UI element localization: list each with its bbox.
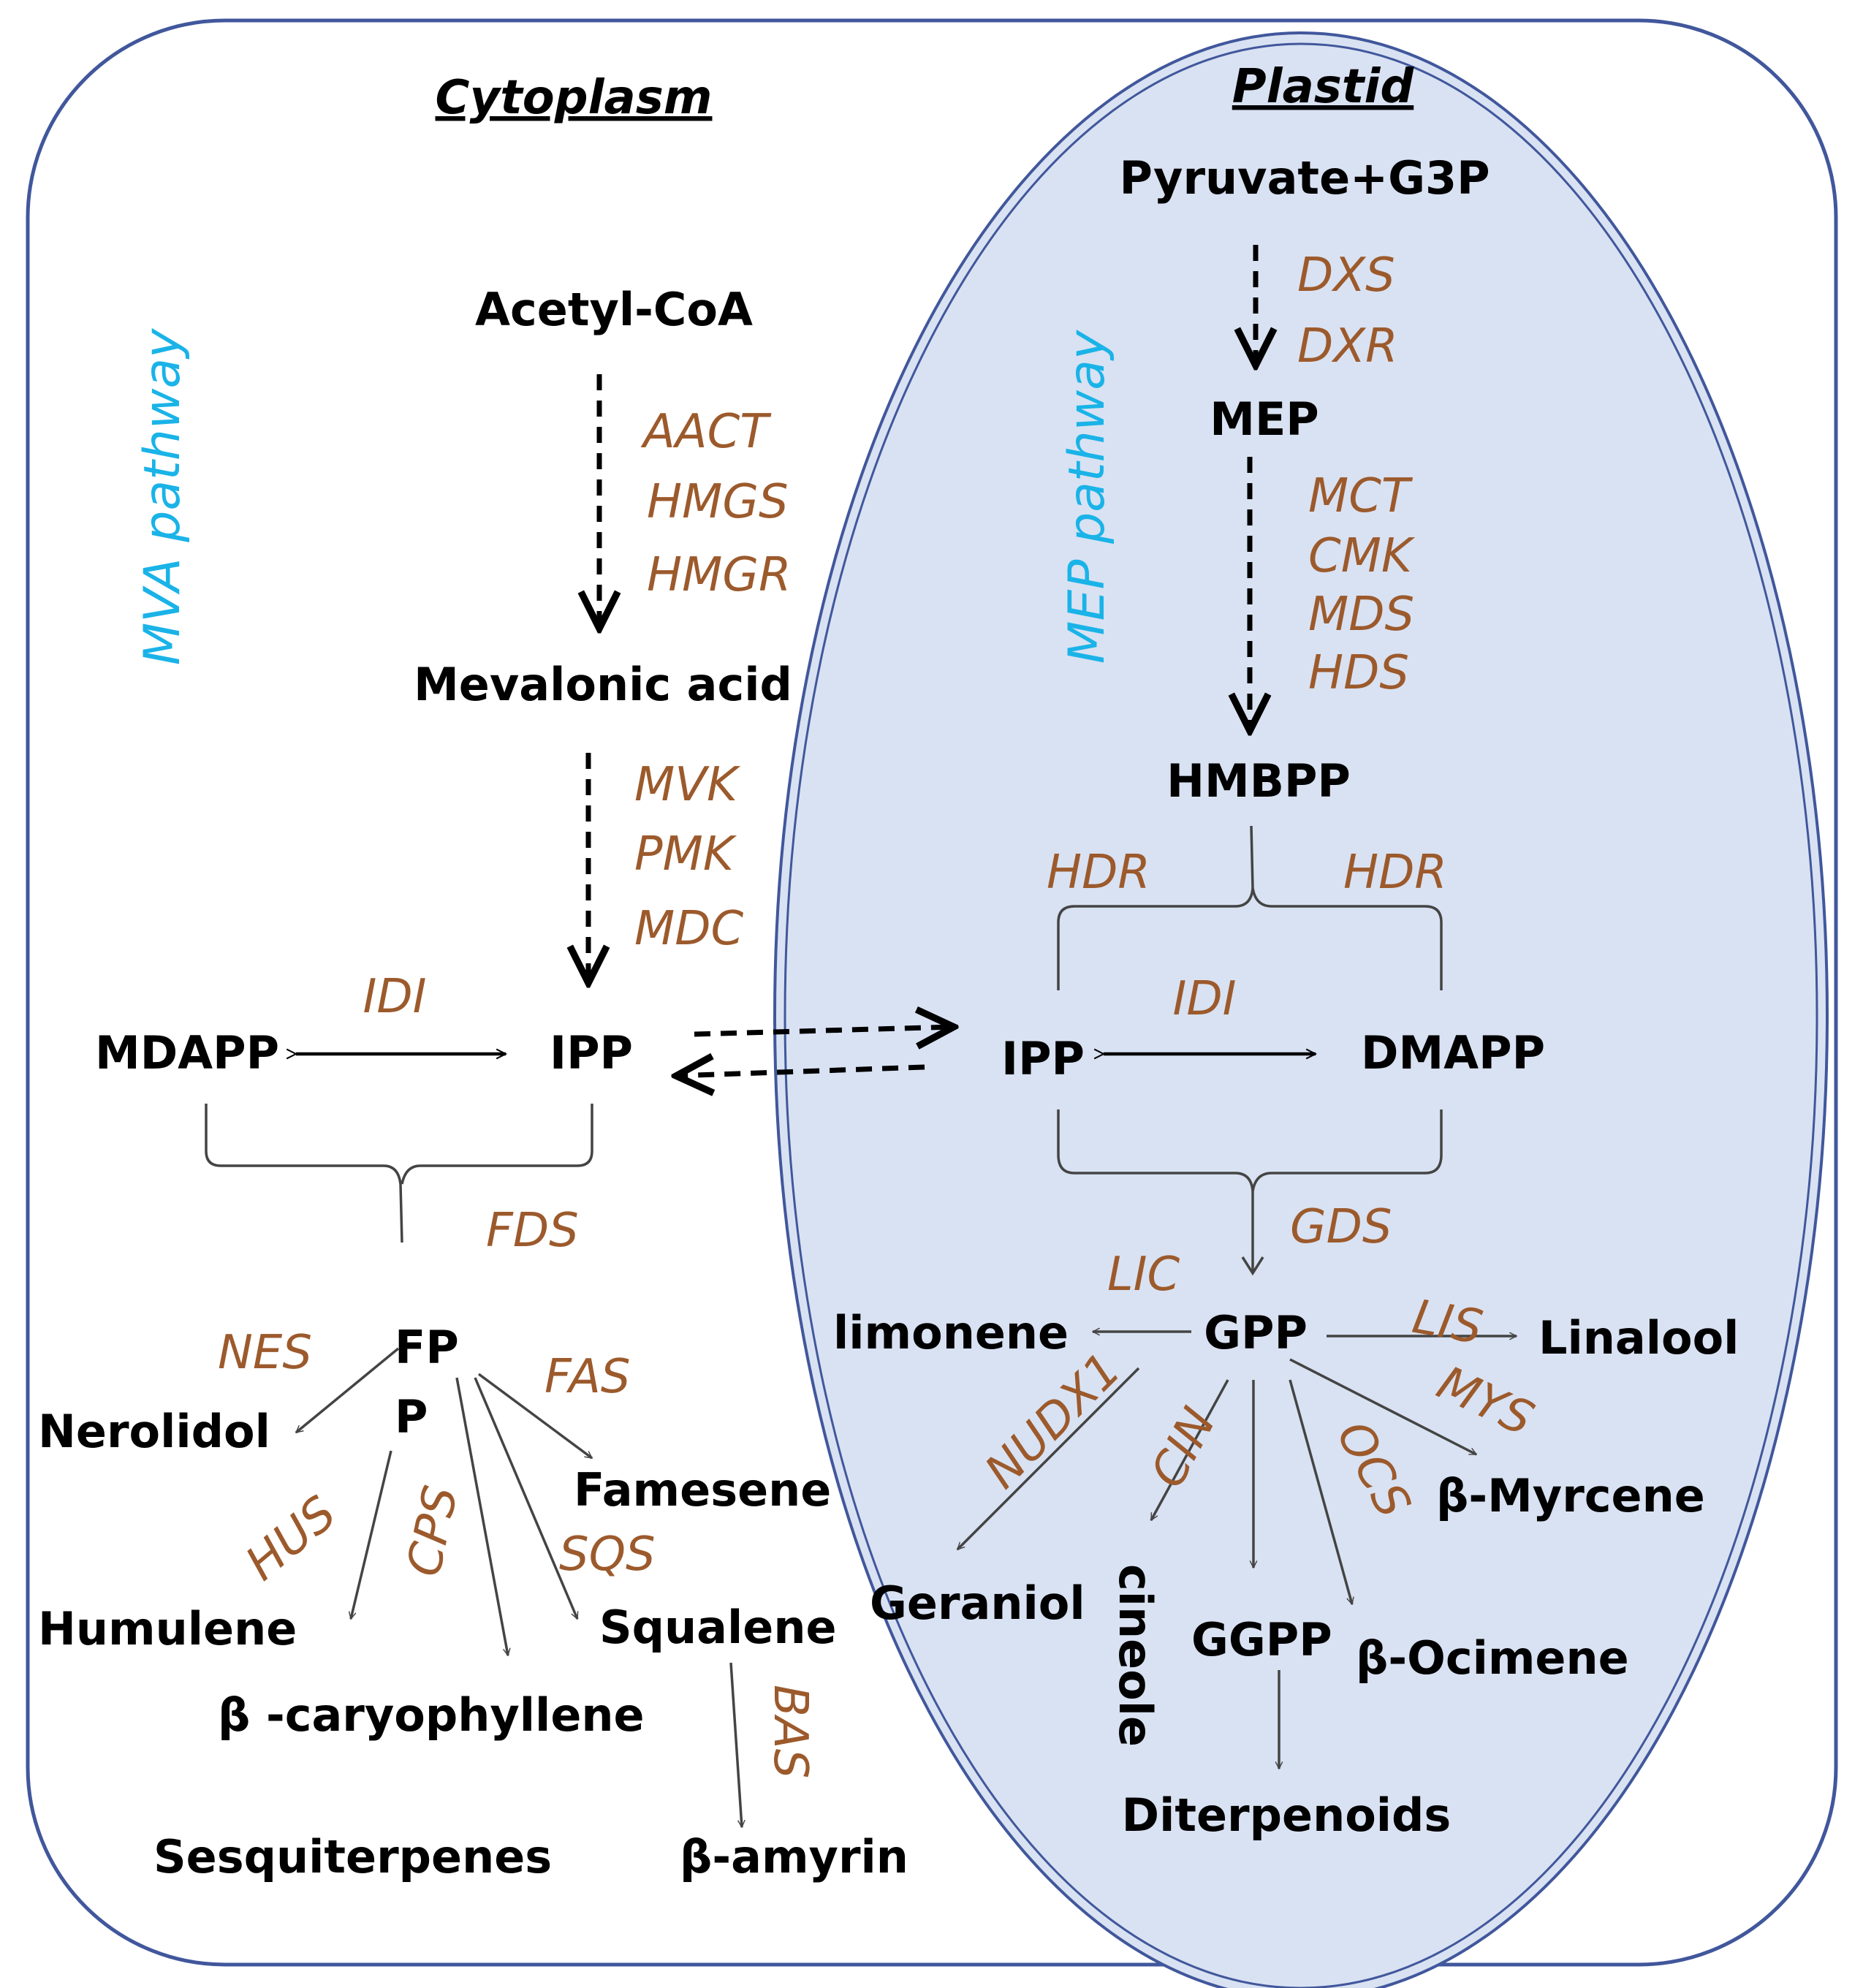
amyrin-label: β-amyrin xyxy=(680,1830,908,1883)
enzyme-gds: GDS xyxy=(1290,1200,1392,1254)
myrcene-label: β-Myrcene xyxy=(1436,1469,1705,1522)
dmapp-label: DMAPP xyxy=(1361,1026,1545,1080)
nerolidol-label: Nerolidol xyxy=(38,1405,270,1458)
limonene-label: limonene xyxy=(833,1306,1069,1359)
enzyme-aact: AACT xyxy=(640,405,772,459)
acetyl-coa-label: Acetyl-CoA xyxy=(475,283,753,336)
ocimene-label: β-Ocimene xyxy=(1356,1631,1629,1685)
enzyme-hdr-left: HDR xyxy=(1047,846,1150,900)
fpp-to-caryophyllene-arrow xyxy=(455,1377,508,1655)
fpp-label-line2: P xyxy=(395,1390,428,1443)
plastid-inner-outline xyxy=(783,42,1818,1988)
fpp-to-famesene-arrow xyxy=(477,1373,592,1460)
ipp-plastid-label: IPP xyxy=(1001,1032,1085,1085)
fpp-to-squalene-arrow xyxy=(474,1377,579,1619)
fpp-to-humulene-arrow xyxy=(351,1450,392,1619)
humulene-label: Humulene xyxy=(38,1602,297,1655)
gpp-to-ocimene-arrow xyxy=(1289,1379,1352,1604)
geraniol-label: Geraniol xyxy=(870,1577,1085,1630)
gpp-to-geraniol-arrow xyxy=(956,1367,1140,1551)
enzyme-nes: NES xyxy=(218,1326,312,1380)
enzyme-idi-plastid: IDI xyxy=(1172,972,1236,1026)
enzyme-hmgs: HMGS xyxy=(647,475,789,529)
cineole-label: cineole xyxy=(1109,1564,1162,1747)
enzyme-dxr: DXR xyxy=(1297,319,1398,373)
enzyme-lic: LIC xyxy=(1107,1248,1180,1302)
caryophyllene-label: β -caryophyllene xyxy=(218,1688,645,1742)
squalene-label: Squalene xyxy=(599,1601,837,1654)
mva-pathway-label: MVA pathway xyxy=(134,328,191,666)
mdapp-label: MDAPP xyxy=(95,1026,279,1080)
squalene-to-amyrin-arrow xyxy=(729,1662,742,1827)
sesquiterpenes-label: Sesquiterpenes xyxy=(153,1830,552,1883)
linalool-label: Linalool xyxy=(1538,1311,1739,1365)
gds-arrowhead xyxy=(1241,1256,1264,1276)
plastid-title: Plastid xyxy=(1232,60,1415,114)
enzyme-mvk: MVK xyxy=(634,758,741,812)
plastid-outline xyxy=(773,31,1829,1988)
ipp-cyto-label: IPP xyxy=(550,1026,633,1080)
hdr-brace xyxy=(1057,825,1443,990)
enzyme-bas: BAS xyxy=(763,1685,817,1778)
enzyme-dxs: DXS xyxy=(1297,248,1395,303)
diterpenoids-label: Diterpenoids xyxy=(1122,1788,1452,1842)
enzyme-cmk: CMK xyxy=(1308,529,1416,583)
pyruvate-g3p-label: Pyruvate+G3P xyxy=(1119,151,1490,205)
gds-brace xyxy=(1057,1109,1443,1272)
mevalonic-acid-label: Mevalonic acid xyxy=(414,658,792,711)
hmbpp-label: HMBPP xyxy=(1166,754,1351,808)
gpp-label: GPP xyxy=(1204,1306,1308,1359)
enzyme-mct: MCT xyxy=(1308,469,1414,523)
cytoplasm-title: Cytoplasm xyxy=(436,71,713,125)
mep-pathway-label: MEP pathway xyxy=(1058,330,1116,664)
enzyme-mds: MDS xyxy=(1308,588,1414,642)
enzyme-lis: LIS xyxy=(1408,1290,1487,1355)
fpp-to-nerolidol-arrow xyxy=(296,1347,400,1434)
fpp-label-line1: FP xyxy=(395,1321,459,1374)
ipp-import-arrow xyxy=(676,1067,925,1076)
enzyme-hmgr: HMGR xyxy=(647,548,791,602)
enzyme-idi-cyto: IDI xyxy=(363,970,426,1024)
fds-brace xyxy=(205,1104,593,1243)
enzyme-mdc: MDC xyxy=(634,902,744,956)
enzyme-sqs: SQS xyxy=(559,1528,656,1582)
ggpp-label: GGPP xyxy=(1191,1613,1332,1666)
mep-label: MEP xyxy=(1210,392,1319,446)
enzyme-hdr-right: HDR xyxy=(1343,846,1447,900)
enzyme-pmk: PMK xyxy=(634,827,737,881)
ipp-export-arrow xyxy=(694,1027,954,1034)
enzyme-fds: FDS xyxy=(486,1204,579,1258)
gpp-to-myrcene-arrow xyxy=(1289,1358,1476,1456)
enzyme-fas: FAS xyxy=(545,1350,630,1404)
enzyme-hds: HDS xyxy=(1308,646,1409,700)
gpp-to-cineole-arrow xyxy=(1150,1379,1229,1520)
famesene-label: Famesene xyxy=(574,1463,831,1517)
